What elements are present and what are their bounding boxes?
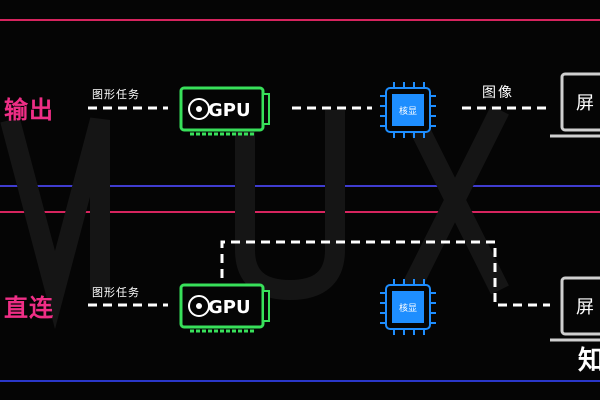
background-watermark — [0, 105, 509, 330]
row2-screen-icon: 屏 — [550, 276, 600, 342]
row1-chip-icon: 核显 — [380, 82, 436, 138]
row1-task-label: 图形任务 — [92, 88, 140, 101]
row1-screen-icon: 屏 — [550, 72, 600, 138]
row2-chip-label: 核显 — [399, 302, 417, 314]
row1-image-label: 图像 — [482, 85, 514, 101]
row2-dash-bypass-path — [220, 240, 550, 307]
row2-gpu-icon: GPU — [179, 283, 270, 333]
row2-screen-label: 屏 — [576, 297, 594, 318]
row2-chip-icon: 核显 — [380, 279, 436, 335]
row1-left-label: 输出 — [4, 96, 54, 124]
row2-gpu-label: GPU — [208, 297, 251, 318]
row1-chip-label: 核显 — [399, 105, 417, 117]
row2-task-label: 图形任务 — [92, 286, 140, 299]
row1-gpu-label: GPU — [208, 100, 251, 121]
row1-screen-label: 屏 — [576, 93, 594, 114]
row1-gpu-icon: GPU — [179, 86, 270, 136]
watermark-char: 知 — [578, 346, 600, 376]
row2-left-label: 直连 — [4, 294, 54, 322]
